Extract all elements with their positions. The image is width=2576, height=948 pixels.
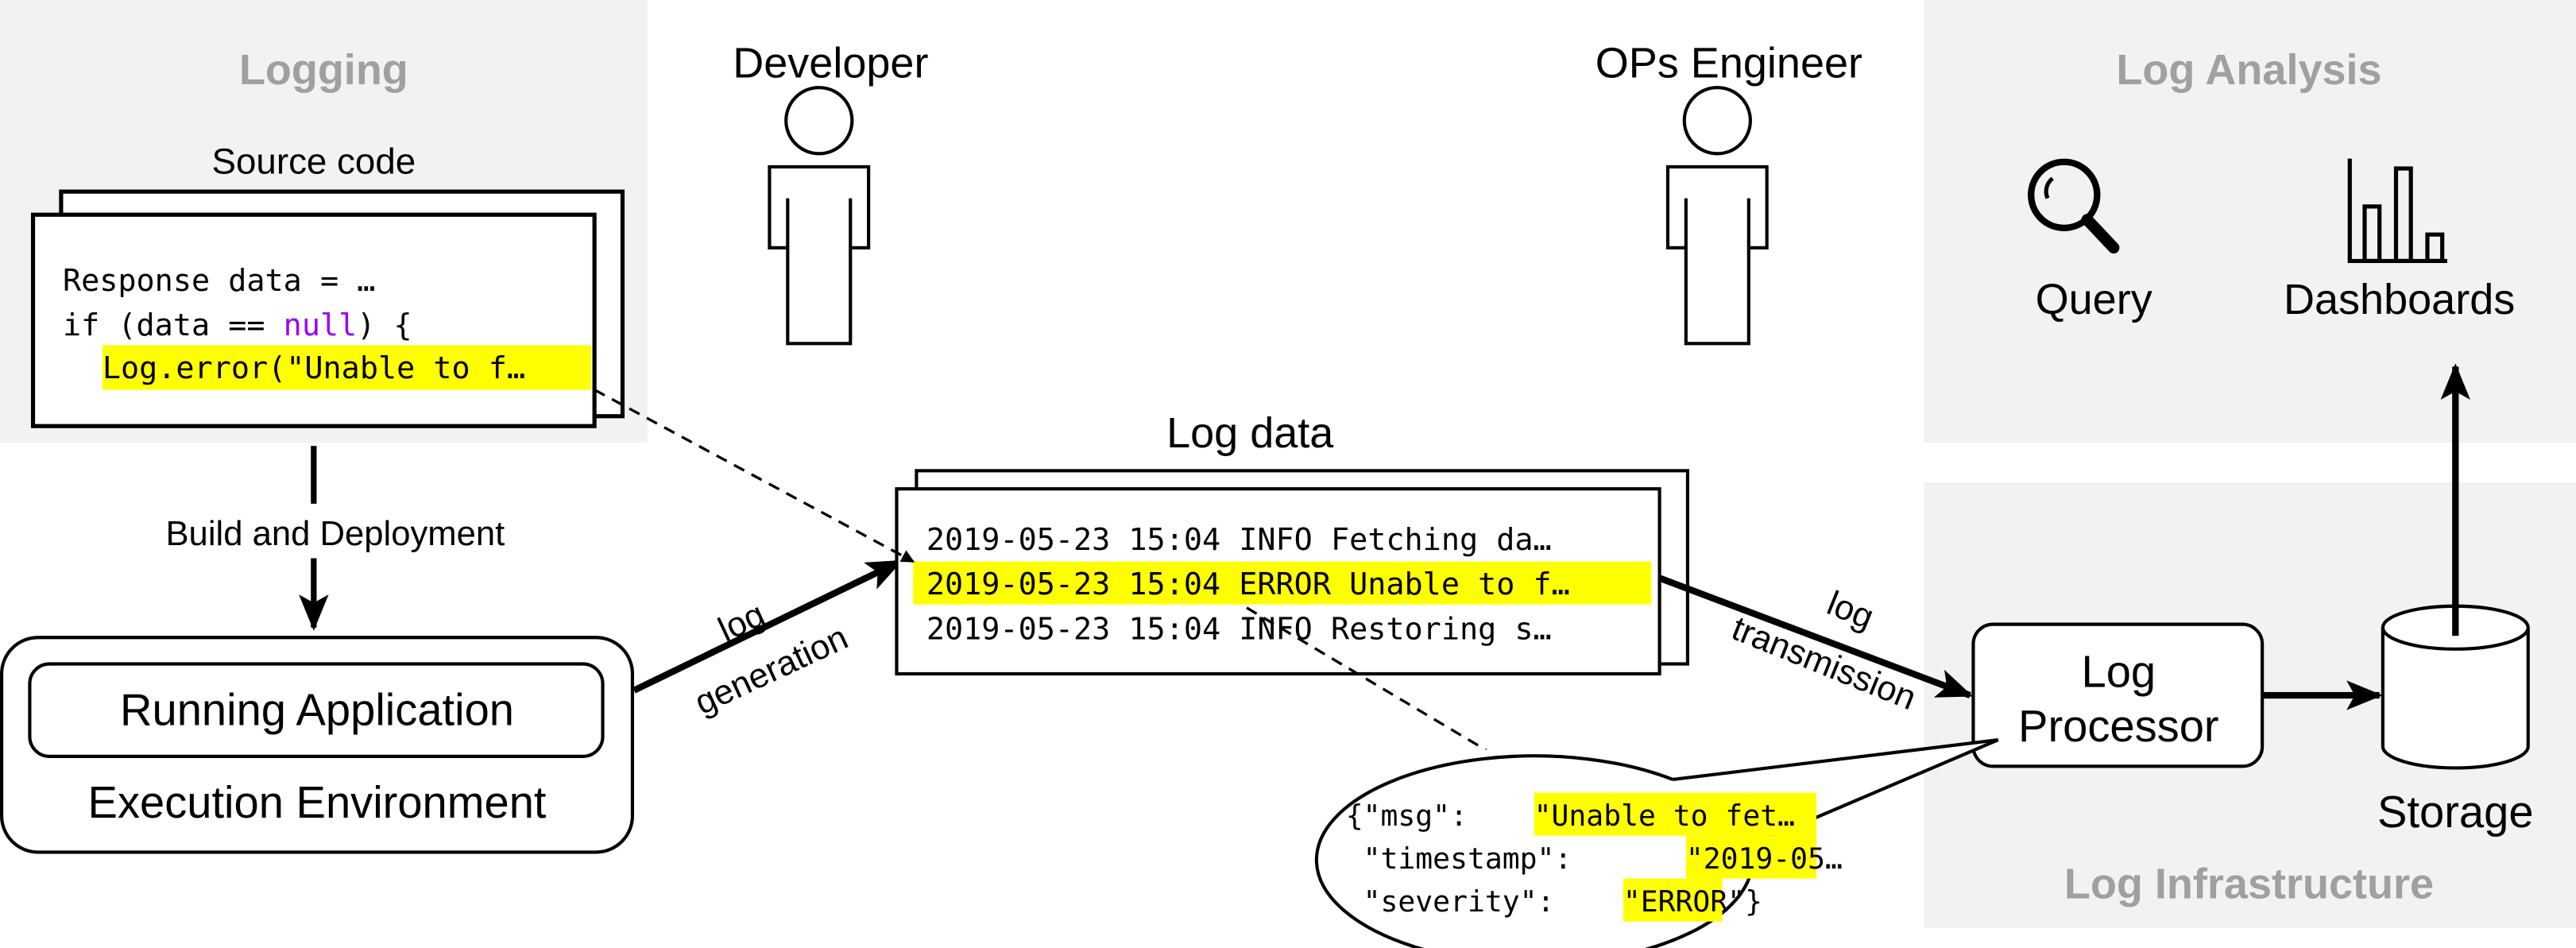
timestamp-highlight <box>1685 835 1817 879</box>
speech-bubble-fill <box>1311 740 1998 948</box>
logging-title: Logging <box>239 46 408 94</box>
storage-label: Storage <box>2377 787 2534 837</box>
log-data-title: Log data <box>1166 409 1334 457</box>
code-to-log-dashed-arrow <box>594 389 915 563</box>
code-highlight <box>102 345 591 390</box>
severity-highlight <box>1623 878 1723 922</box>
parsed-severity-line: "severity": "ERROR"} <box>1346 884 1762 919</box>
query-label: Query <box>2036 276 2152 323</box>
log-generation-arrow <box>632 558 903 694</box>
log-line-error: 2019-05-23 15:04 ERROR Unable to f… <box>926 567 1570 602</box>
speech-bubble-tail <box>1672 738 1999 848</box>
developer-person-icon <box>768 86 871 346</box>
source-page-front <box>30 212 597 428</box>
log-generation-label-2: generation <box>689 617 854 722</box>
log-error-highlight <box>913 561 1652 605</box>
dashboards-label: Dashboards <box>2284 276 2515 323</box>
running-application-box <box>28 662 605 758</box>
parsed-msg-line: {"msg": "Unable to fet… <box>1346 799 1795 833</box>
running-application-label: Running Application <box>120 684 514 734</box>
log-line: 2019-05-23 15:04 INFO Fetching da… <box>926 522 1552 558</box>
log-transmission-label-1: log <box>1822 583 1879 637</box>
source-code-label: Source code <box>212 141 416 181</box>
build-deployment-label: Build and Deployment <box>165 514 505 553</box>
search-icon <box>2028 158 2120 254</box>
log-analysis-title: Log Analysis <box>2116 46 2381 94</box>
speech-bubble <box>1314 754 1754 948</box>
code-line-1: Response data = … <box>63 263 375 299</box>
msg-highlight <box>1534 792 1817 836</box>
log-processor-label-1: Log <box>2082 647 2156 697</box>
code-line-2: if (data == null) { <box>63 308 412 343</box>
developer-label: Developer <box>733 40 928 87</box>
storage-cylinder-icon <box>2381 604 2530 770</box>
log-line: 2019-05-23 15:04 INFO Restoring s… <box>926 611 1552 647</box>
log-processor-label-2: Processor <box>2018 701 2219 751</box>
code-line-3: Log.error("Unable to f… <box>102 350 525 386</box>
execution-environment-label: Execution Environment <box>88 777 547 827</box>
ops-engineer-label: OPs Engineer <box>1595 40 1862 87</box>
parsed-timestamp-line: "timestamp": "2019-05… <box>1346 842 1843 876</box>
log-transmission-arrow <box>1658 575 1974 698</box>
dashboard-chart-icon <box>2347 158 2447 264</box>
ops-person-icon <box>1665 86 1769 346</box>
log-generation-label-1: log <box>712 594 770 649</box>
log-infrastructure-title: Log Infrastructure <box>2064 861 2434 908</box>
